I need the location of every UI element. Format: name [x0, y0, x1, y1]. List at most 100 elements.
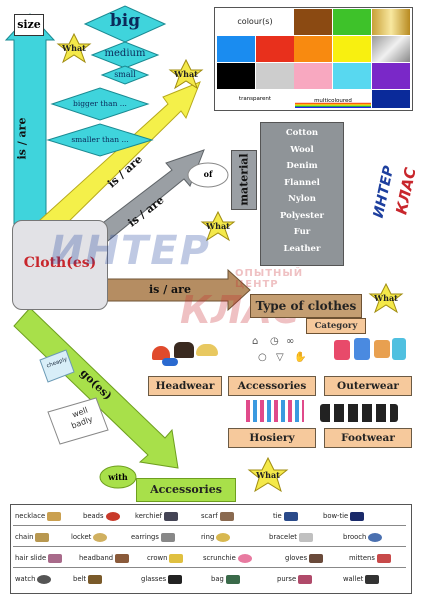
swatch-lightgray: [256, 63, 294, 89]
shoes-icon: [320, 404, 398, 422]
star-shape-2: [168, 58, 204, 90]
accessories-green-box: Accessories: [136, 478, 236, 502]
star-shape-5: [247, 456, 289, 493]
material-item: Nylon: [288, 194, 316, 204]
locket-icon: [93, 532, 108, 542]
purse-icon: [298, 574, 313, 584]
bag-icon: ⌂: [252, 336, 259, 347]
vocab-item: mittens: [349, 549, 391, 567]
straw-hat-icon: [196, 344, 218, 356]
vocab-item: hair slide: [15, 549, 63, 567]
transparent-label: transparent: [238, 96, 272, 102]
size-arrow: [4, 13, 56, 231]
bag-icon: [225, 574, 240, 584]
with-label: with: [108, 472, 128, 482]
material-item: Wool: [290, 144, 314, 155]
material-item: Cotton: [285, 128, 319, 138]
colour-header: colour(s): [237, 17, 273, 26]
center-box: Cloth(es): [12, 220, 108, 310]
vocab-item: chain: [15, 528, 50, 546]
logo: ИНТЕР КЛАС: [366, 140, 422, 260]
vocab-item: belt: [73, 570, 103, 588]
glove-icon: ✋: [294, 352, 307, 363]
star-what-5: What: [256, 469, 280, 480]
tie-icon: [283, 511, 298, 521]
wallet-icon: [365, 574, 380, 584]
swatch-gold: [372, 9, 410, 35]
watermark-text-2: ОПЫТНЫЙ ЦЕНТР: [235, 268, 304, 290]
star-shape-3: [200, 210, 236, 242]
accessories-box: Accessories: [228, 376, 316, 396]
vocab-item: scarf: [201, 507, 234, 525]
smaller-label: smaller than ...: [71, 135, 129, 144]
glasses-icon: ∞: [286, 336, 295, 347]
scrunchie-icon: [237, 553, 252, 563]
hat-icon: [174, 342, 194, 358]
watermark-logo: ИНТЕР ОПЫТНЫЙ ЦЕНТР КЛАС: [40, 228, 304, 348]
swatch-yellow: [333, 36, 371, 62]
star-what-4: What: [374, 293, 398, 303]
material-item: Leather: [283, 243, 321, 254]
vocab-item: crown: [147, 549, 184, 567]
medium-diamond: [90, 41, 160, 69]
vocab-row-1: necklace beads kerchief scarf tie bow-ti…: [13, 507, 406, 526]
colour-arrow: [39, 81, 201, 233]
vocab-item: watch: [15, 570, 52, 588]
star-shape-4: [368, 282, 404, 314]
bigger-diamond: [50, 87, 150, 121]
size-arrow-label: is / are: [15, 117, 29, 160]
vocab-item: tie: [273, 507, 298, 525]
with-bubble: [99, 465, 137, 489]
vocab-row-2: chain locket earrings ring bracelet broo…: [13, 528, 406, 547]
medium-label: medium: [104, 48, 146, 59]
gloves-icon: [309, 553, 324, 563]
of-label: of: [203, 169, 213, 179]
vocab-item: brooch: [343, 528, 383, 546]
size-label: size: [14, 14, 44, 36]
cheap-tag: [39, 349, 75, 383]
vocab-item: kerchief: [135, 507, 179, 525]
material-item: Denim: [286, 161, 318, 171]
headband-icon: [115, 553, 130, 563]
jacket-icon: [334, 340, 350, 360]
of-cloud: [187, 162, 229, 188]
well-tag: [47, 397, 109, 445]
smaller-diamond: [46, 123, 154, 157]
swatch-silver: [372, 36, 410, 62]
material-item: Fur: [293, 227, 311, 237]
belt-icon: [88, 574, 103, 584]
crown-icon: [169, 553, 184, 563]
scarf-icon: [219, 511, 234, 521]
cap-icon: [152, 346, 170, 360]
multicoloured-label: multicoloured: [295, 90, 371, 108]
watermark-text-1: ИНТЕР: [50, 228, 211, 274]
swatch-blue: [217, 36, 255, 62]
bigger-label: bigger than ...: [73, 99, 127, 108]
footwear-icons: [320, 402, 400, 424]
swatch-brown: [294, 9, 332, 35]
hair-slide-icon: [48, 553, 63, 563]
type-of-clothes-box: Type of clothes: [250, 294, 362, 318]
goes-arrow: [13, 307, 179, 469]
vocab-item: bow-tie: [323, 507, 365, 525]
watch-icon: ◷: [270, 336, 279, 347]
kerchief-icon: [164, 511, 179, 521]
outerwear-icons: [330, 334, 410, 370]
big-diamond: [83, 5, 167, 43]
star-what-2: What: [174, 69, 198, 79]
vocab-item: headband: [79, 549, 130, 567]
swatch-lightblue: [333, 63, 371, 89]
chain-icon: [35, 532, 50, 542]
vocab-item: earrings: [131, 528, 175, 546]
watch-icon: [37, 574, 52, 584]
shirt-icon: [374, 340, 390, 358]
hosiery-icons: [246, 398, 306, 424]
vocab-item: bag: [211, 570, 240, 588]
vocab-item: wallet: [343, 570, 380, 588]
type-arrow: [95, 268, 251, 312]
category-box: Category: [306, 318, 366, 334]
star-shape-1: [56, 32, 92, 64]
earrings-icon: [160, 532, 175, 542]
bracelet-icon: [298, 532, 313, 542]
swatch-pink: [294, 63, 332, 89]
